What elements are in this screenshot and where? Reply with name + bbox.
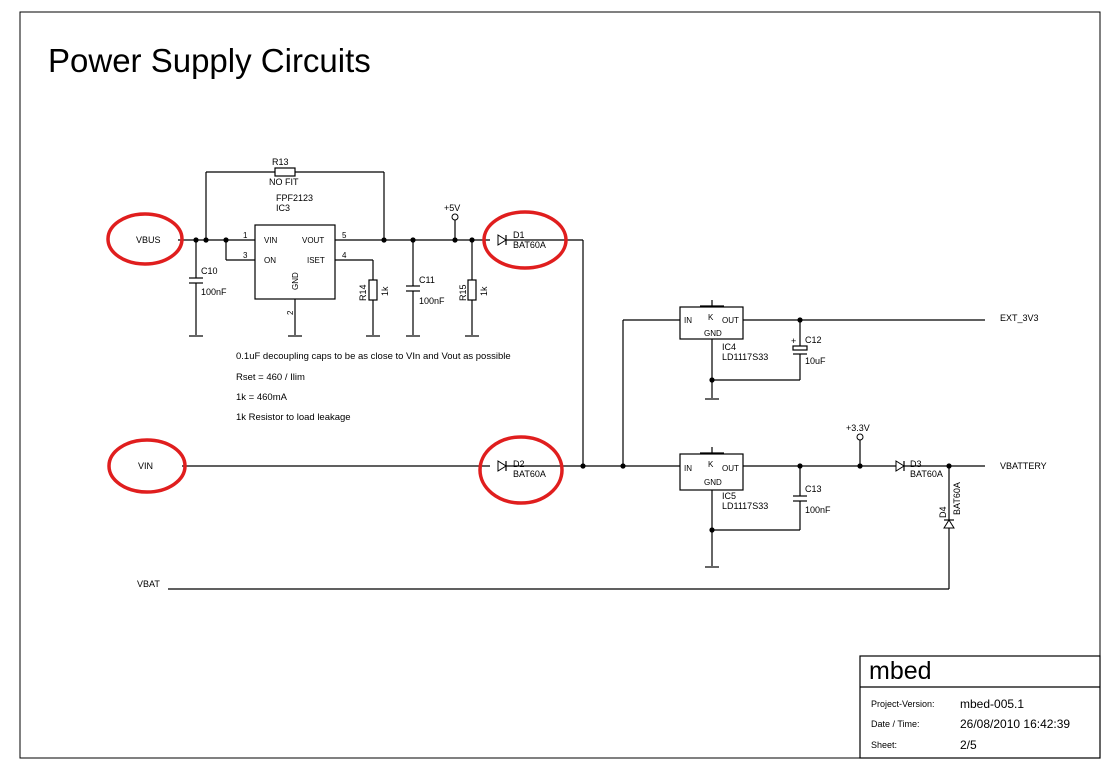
- vbus-label: VBUS: [136, 235, 161, 245]
- r15-ref: R15: [458, 284, 468, 301]
- d3-part: BAT60A: [910, 469, 943, 479]
- vbat-net: VBAT: [137, 579, 949, 590]
- sheet-frame: [19, 11, 1101, 759]
- c13-value: 100nF: [805, 505, 831, 515]
- ic3-pin-3: 3: [243, 251, 248, 260]
- d1-diode: D1 BAT60A: [497, 230, 583, 250]
- vout-net: +5V: [335, 203, 490, 243]
- c12-capacitor: + C12 10uF: [791, 320, 826, 380]
- ic3-pin-5: 5: [342, 231, 347, 240]
- project-version-label: Project-Version:: [871, 699, 935, 709]
- design-notes: 0.1uF decoupling caps to be as close to …: [236, 351, 511, 423]
- ic4-pin-gnd: GND: [704, 329, 722, 338]
- ic3-pin-iset: ISET: [307, 256, 325, 265]
- ic3-pin-2: 2: [286, 310, 295, 315]
- title-block: mbed Project-Version: mbed-005.1 Date / …: [859, 655, 1101, 759]
- d2-diode: D2 BAT60A: [497, 459, 680, 479]
- ic5-pin-in: IN: [684, 464, 692, 473]
- ic3-part: FPF2123: [276, 193, 313, 203]
- ic5-output-net: +3.3V: [743, 423, 896, 469]
- ic3-pin-1: 1: [243, 231, 248, 240]
- note-1: 0.1uF decoupling caps to be as close to …: [236, 351, 511, 362]
- vbus-highlight: [106, 212, 184, 266]
- ic3-pin-4: 4: [342, 251, 347, 260]
- d1-part: BAT60A: [513, 240, 546, 250]
- p3v3-label: +3.3V: [846, 423, 870, 433]
- ic3-load-switch: FPF2123 IC3 VIN ON VOUT ISET GND 1 3 5 4…: [243, 193, 347, 337]
- c11-value: 100nF: [419, 296, 445, 306]
- ic4-pin-k: K: [708, 313, 714, 322]
- ic5-pin-k: K: [708, 460, 714, 469]
- c12-value: 10uF: [805, 356, 826, 366]
- c10-ref: C10: [201, 266, 218, 276]
- d3-diode: D3 BAT60A VBATTERY: [895, 459, 1047, 479]
- ic4-pin-out: OUT: [722, 316, 739, 325]
- c13-capacitor: C13 100nF: [793, 466, 831, 530]
- d2-part: BAT60A: [513, 469, 546, 479]
- ic4-pin-in: IN: [684, 316, 692, 325]
- ic3-pin-gnd: GND: [291, 272, 300, 290]
- ic5-ref: IC5: [722, 491, 736, 501]
- c13-ref: C13: [805, 484, 822, 494]
- r13-resistor: R13 NO FIT: [205, 157, 385, 240]
- sheet-value: 2/5: [960, 738, 977, 752]
- ext3v3-net: EXT_3V3: [743, 313, 1039, 323]
- ic5-pin-gnd: GND: [704, 478, 722, 487]
- c12-ref: C12: [805, 335, 822, 345]
- ic3-pin-vout: VOUT: [302, 236, 324, 245]
- vin-net: VIN: [138, 461, 490, 471]
- ic3-ref: IC3: [276, 203, 290, 213]
- c10-value: 100nF: [201, 287, 227, 297]
- ic4-ref: IC4: [722, 342, 736, 352]
- r15-resistor: R15 1k: [458, 240, 489, 337]
- d1-highlight: [482, 210, 568, 270]
- note-2: Rset = 460 / Ilim: [236, 372, 305, 383]
- c12-polarity: +: [791, 336, 796, 346]
- r13-ref: R13: [272, 157, 289, 167]
- d2-highlight: [478, 435, 564, 505]
- c11-ref: C11: [419, 275, 435, 285]
- ic4-part: LD1117S33: [722, 352, 768, 362]
- vin-highlight: [107, 438, 187, 494]
- p5v-label: +5V: [444, 203, 460, 213]
- d1-ref: D1: [513, 230, 525, 240]
- r14-resistor: R14 1k: [335, 259, 390, 337]
- d4-diode: D4 BAT60A: [938, 466, 962, 589]
- project-version-value: mbed-005.1: [960, 697, 1024, 711]
- d4-part: BAT60A: [952, 482, 962, 515]
- vbus-net: VBUS: [136, 235, 255, 261]
- r15-value: 1k: [479, 286, 489, 296]
- d4-ref: D4: [938, 506, 948, 518]
- ic5-pin-out: OUT: [722, 464, 739, 473]
- highlight-annotations: [106, 210, 568, 505]
- sheet-label: Sheet:: [871, 740, 897, 750]
- d2-ref: D2: [513, 459, 525, 469]
- r14-ref: R14: [358, 284, 368, 301]
- date-time-value: 26/08/2010 16:42:39: [960, 717, 1070, 731]
- ic3-pin-vin: VIN: [264, 236, 278, 245]
- r13-value: NO FIT: [269, 177, 299, 187]
- d3-ref: D3: [910, 459, 922, 469]
- title-block-name: mbed: [869, 657, 932, 685]
- regulator-input-bus: [580, 240, 680, 469]
- c10-capacitor: C10 100nF: [189, 240, 227, 337]
- ic5-part: LD1117S33: [722, 501, 768, 511]
- sheet-title: Power Supply Circuits: [48, 42, 371, 79]
- ic4-regulator: IN K OUT GND IC4 LD1117S33: [679, 300, 800, 400]
- note-3: 1k = 460mA: [236, 392, 288, 403]
- r14-value: 1k: [380, 286, 390, 296]
- note-4: 1k Resistor to load leakage: [236, 412, 351, 423]
- c11-capacitor: C11 100nF: [406, 240, 445, 337]
- vbat-label: VBAT: [137, 579, 160, 589]
- ic5-regulator: IN K OUT GND IC5 LD1117S33: [679, 447, 800, 568]
- vin-label: VIN: [138, 461, 153, 471]
- ext3v3-label: EXT_3V3: [1000, 313, 1039, 323]
- date-time-label: Date / Time:: [871, 719, 920, 729]
- vbattery-label: VBATTERY: [1000, 461, 1047, 471]
- ic3-pin-on: ON: [264, 256, 276, 265]
